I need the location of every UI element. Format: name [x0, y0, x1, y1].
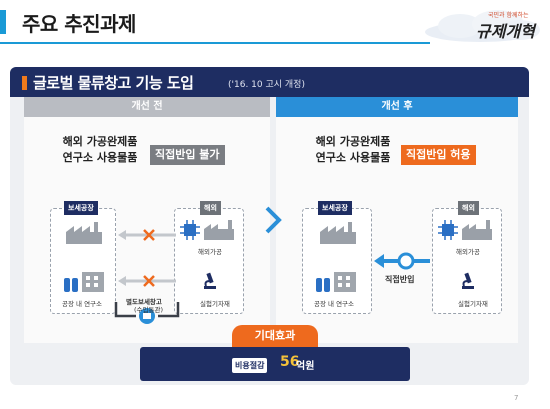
- microscope-icon: [462, 272, 474, 289]
- page-title: 주요 추진과제: [22, 12, 136, 36]
- after-bonded-factory-box: [302, 208, 372, 314]
- after-factory-lab: 공장 내 연구소: [314, 300, 355, 308]
- before-goods-line2: 연구소 사용물품: [62, 151, 138, 164]
- before-goods: 해외 가공완제품 연구소 사용물품: [50, 134, 150, 166]
- brand-tagline: 국민과 함께하는: [488, 12, 529, 19]
- effect-title: 기대효과: [232, 325, 318, 347]
- before-goods-line1: 해외 가공완제품: [62, 135, 138, 148]
- effect-bar: [140, 347, 410, 381]
- panel-title: 글로벌 물류창고 기능 도입: [33, 74, 194, 92]
- direct-import-arrow-icon: [374, 252, 430, 270]
- before-warehouse-note: (수입통관): [134, 306, 163, 314]
- after-status-badge: 직접반입 허용: [401, 145, 476, 165]
- before-test-equipment: 실험기자재: [200, 300, 230, 308]
- factory-icon: [320, 222, 356, 244]
- before-factory-lab: 공장 내 연구소: [62, 300, 103, 308]
- factory-icon: [462, 220, 492, 240]
- chip-icon: [438, 220, 458, 240]
- before-separate-warehouse: 별도보세창고: [126, 298, 162, 306]
- after-bonded-label: 보세공장: [318, 201, 352, 215]
- before-bonded-label: 보세공장: [64, 201, 98, 215]
- after-overseas-label: 해외: [458, 201, 479, 215]
- after-overseas-processing: 해외가공: [456, 248, 480, 256]
- warehouse-route-icon: [114, 302, 180, 324]
- blocked-arrow-icon: [118, 275, 176, 287]
- effect-value: 56: [280, 354, 300, 370]
- tab-after: 개선 후: [276, 97, 518, 117]
- chevron-right-icon: [265, 206, 282, 234]
- page-number: 7: [514, 394, 519, 402]
- after-test-equipment: 실험기자재: [458, 300, 488, 308]
- before-overseas-label: 해외: [200, 201, 221, 215]
- cloud-icon: [425, 10, 540, 42]
- before-status-badge: 직접반입 불가: [150, 145, 225, 165]
- header-divider: [0, 42, 430, 44]
- after-goods-line2: 연구소 사용물품: [315, 151, 391, 164]
- title-accent-bar: [0, 10, 6, 34]
- lab-icon: [316, 272, 356, 292]
- tab-before: 개선 전: [24, 97, 270, 117]
- panel-title-mark: [22, 76, 27, 90]
- after-goods: 해외 가공완제품 연구소 사용물품: [303, 134, 403, 166]
- microscope-icon: [204, 272, 216, 289]
- effect-unit: 억원: [296, 361, 315, 372]
- effect-badge: 비용절감: [232, 358, 268, 373]
- lab-icon: [64, 272, 104, 292]
- after-goods-line1: 해외 가공완제품: [315, 135, 391, 148]
- brand-logo: 규제개혁: [476, 22, 535, 41]
- factory-icon: [204, 220, 234, 240]
- before-bonded-factory-box: [50, 208, 116, 314]
- blocked-arrow-icon: [118, 229, 176, 241]
- factory-icon: [66, 222, 102, 244]
- before-overseas-processing: 해외가공: [198, 248, 222, 256]
- chip-icon: [180, 220, 200, 240]
- panel-note: ('16. 10 고시 개정): [228, 80, 305, 90]
- after-direct-import: 직접반입: [385, 275, 415, 284]
- panel-header: [10, 67, 529, 97]
